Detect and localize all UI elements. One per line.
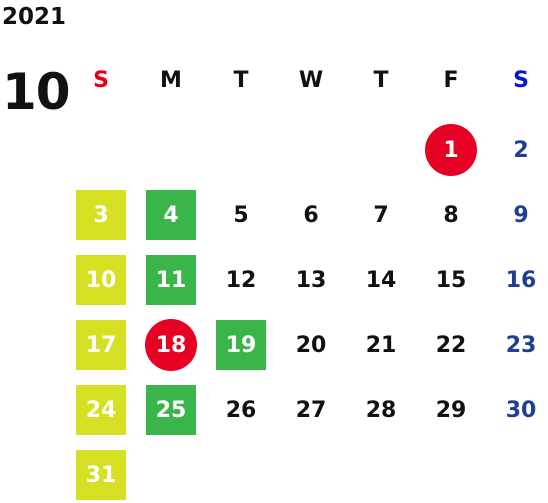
calendar-day-17[interactable]: 17 <box>76 320 126 370</box>
calendar-day-29[interactable]: 29 <box>435 397 467 423</box>
calendar-day-3[interactable]: 3 <box>76 190 126 240</box>
calendar-day-24[interactable]: 24 <box>76 385 126 435</box>
weekday-header-tue: T <box>233 68 249 93</box>
calendar-day-14[interactable]: 14 <box>365 267 397 293</box>
calendar-day-23[interactable]: 23 <box>505 332 537 358</box>
calendar-day-1[interactable]: 1 <box>425 124 477 176</box>
calendar-day-30[interactable]: 30 <box>505 397 537 423</box>
calendar-day-31[interactable]: 31 <box>76 450 126 500</box>
calendar-day-19[interactable]: 19 <box>216 320 266 370</box>
calendar-day-11[interactable]: 11 <box>146 255 196 305</box>
calendar-day-26[interactable]: 26 <box>225 397 257 423</box>
calendar-day-25[interactable]: 25 <box>146 385 196 435</box>
calendar-month: 10 <box>2 63 71 121</box>
weekday-header-fri: F <box>443 68 459 93</box>
weekday-header-wed: W <box>298 68 324 93</box>
calendar-day-8[interactable]: 8 <box>443 202 459 228</box>
calendar-year: 2021 <box>2 4 67 30</box>
calendar-day-18[interactable]: 18 <box>145 319 197 371</box>
calendar-day-12[interactable]: 12 <box>225 267 257 293</box>
calendar-day-15[interactable]: 15 <box>435 267 467 293</box>
calendar-day-2[interactable]: 2 <box>513 137 529 163</box>
calendar-day-5[interactable]: 5 <box>233 202 249 228</box>
calendar-day-13[interactable]: 13 <box>295 267 327 293</box>
calendar-day-20[interactable]: 20 <box>295 332 327 358</box>
calendar-day-28[interactable]: 28 <box>365 397 397 423</box>
calendar-day-6[interactable]: 6 <box>303 202 319 228</box>
weekday-header-thu: T <box>373 68 389 93</box>
calendar-day-16[interactable]: 16 <box>505 267 537 293</box>
calendar-day-7[interactable]: 7 <box>373 202 389 228</box>
calendar-day-10[interactable]: 10 <box>76 255 126 305</box>
weekday-header-mon: M <box>160 68 182 93</box>
calendar-day-22[interactable]: 22 <box>435 332 467 358</box>
calendar-day-27[interactable]: 27 <box>295 397 327 423</box>
calendar-day-4[interactable]: 4 <box>146 190 196 240</box>
weekday-header-sun: S <box>93 68 109 93</box>
calendar-day-9[interactable]: 9 <box>513 202 529 228</box>
weekday-header-sat: S <box>513 68 529 93</box>
calendar-day-21[interactable]: 21 <box>365 332 397 358</box>
